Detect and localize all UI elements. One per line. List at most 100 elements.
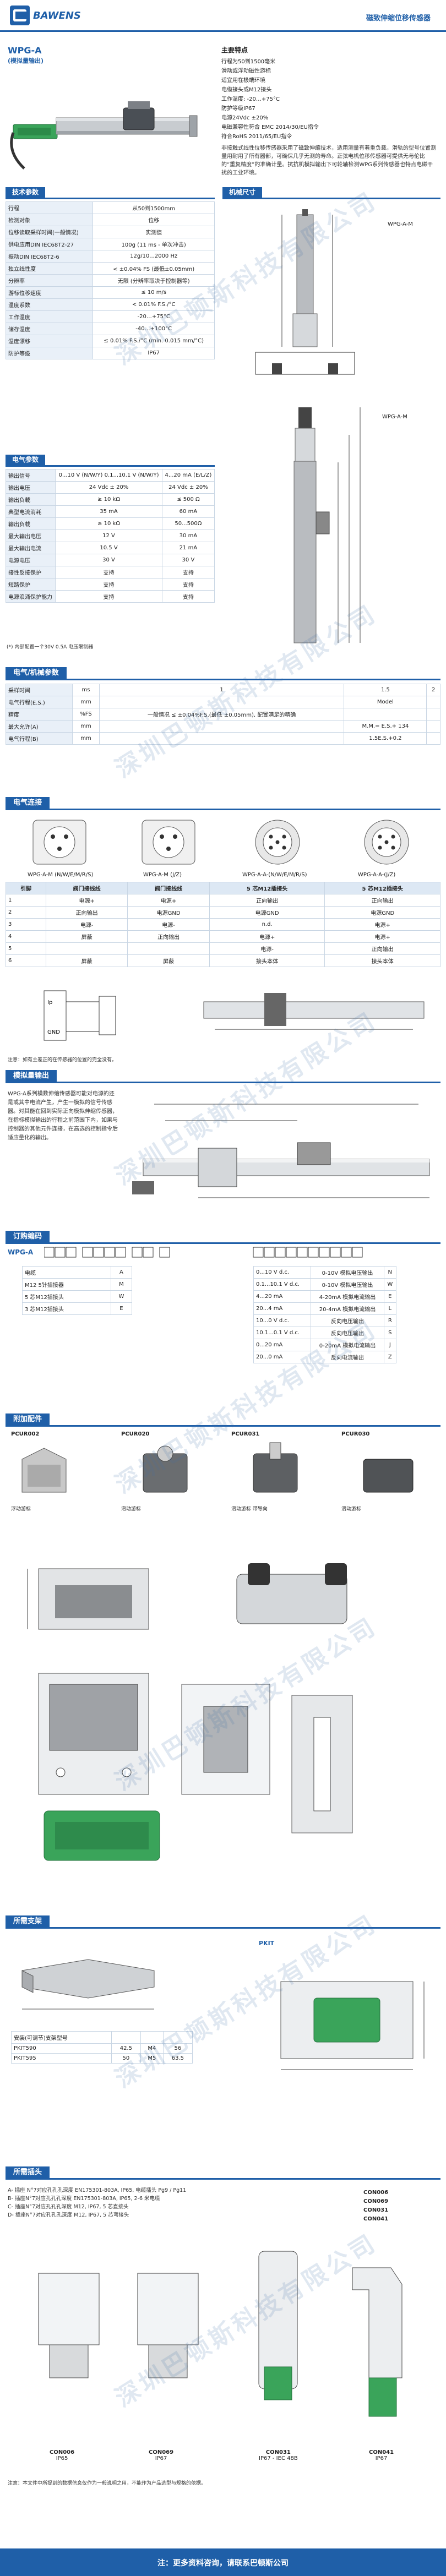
table-cell: 检测对象 (5, 214, 94, 226)
footer-text: 注：更多资料咨询，请联系巴顿斯公司 (157, 2559, 289, 2568)
accessory-image (363, 1459, 414, 1493)
table-cell: 分辨率 (5, 274, 94, 287)
table-cell: 屏蔽 (45, 954, 128, 967)
connector-notes: A- 插座 N°7对应孔孔孔深度 EN175301-803A, IP65, 电缆… (8, 2186, 272, 2219)
table-cell: 2 (6, 906, 46, 919)
table-row: 独立线性度< ±0.04% FS (最低±0.05mm) (5, 262, 215, 275)
accessory-sublabel: 滑动游标 (341, 1507, 362, 1512)
table-cell: 35 mA (55, 505, 162, 518)
mech-label-2: WPG-A-M (382, 414, 407, 420)
table-cell: 精度 (5, 708, 73, 721)
features-list: 行程为50到1500毫米 滑动或浮动磁性游标 适宜用在极端环境 电缆接头或M12… (221, 57, 436, 141)
table-cell: 正向输出 (209, 894, 325, 907)
table-cell: 正向输出 (324, 894, 440, 907)
table-cell: 反向电流输出 (311, 1351, 384, 1363)
svg-text:Ip: Ip (47, 1000, 52, 1006)
table-cell: 反向电压输出 (311, 1314, 384, 1327)
table-row: 温度系数< 0.01% F.S./°C (5, 298, 215, 311)
table-cell (426, 720, 440, 733)
table-cell: 屏蔽 (45, 930, 128, 943)
table-cell: 支持 (55, 566, 162, 578)
mechanical-drawing: WPG-A-M WPG-A-M (255, 209, 413, 643)
table-cell: S (383, 1327, 397, 1339)
table-cell: mm (72, 696, 100, 708)
table-cell (99, 732, 345, 745)
model-title: WPG-A (8, 45, 42, 56)
table-cell: 10...0 V d.c. (253, 1314, 312, 1327)
table-cell: Model (344, 696, 427, 708)
table-cell: 储存温度 (5, 323, 94, 335)
table-cell: 正向输出 (324, 942, 440, 955)
table-cell: 30 mA (161, 530, 215, 542)
table-cell: 0.1...10.1 V d.c. (253, 1278, 312, 1291)
accessory-code: PCUR020 (121, 1431, 150, 1437)
table-cell: 12 V (55, 530, 162, 542)
table-cell: 正向输出 (45, 906, 128, 919)
elecmech-title: 电气/机械参数 (6, 667, 67, 679)
table-cell: 支持 (55, 578, 162, 591)
connector-code-list: CON006 CON069 CON031 CON041 (363, 2188, 388, 2224)
connector-note: B- 插座N°7对应孔孔孔深度 EN175301-803A, IP65, 2-6… (8, 2196, 160, 2202)
accessory-code: PCUR031 (231, 1431, 260, 1437)
table-cell: 50 (111, 2053, 141, 2064)
connector-drawings (38, 2251, 403, 2417)
table-row: 短路保护支持支持 (5, 578, 215, 591)
table-cell: 从50到1500mm (93, 201, 215, 214)
table-cell: L (383, 1302, 397, 1315)
brand-logo-mark (13, 9, 26, 21)
table-cell: 短路保护 (5, 578, 56, 591)
table-cell: ≥ 10 kΩ (55, 517, 162, 530)
table-cell: < 0.01% F.S./°C (93, 298, 215, 311)
feature-item: 防护等级IP67 (221, 106, 255, 112)
table-cell: 振动DIN IEC68T2-6 (5, 250, 94, 263)
table-cell: 电源- (127, 918, 210, 931)
table-cell: ≤ 500 Ω (161, 493, 215, 506)
table-cell: 阀门接线线 (45, 882, 128, 894)
table-cell: M (110, 1278, 133, 1291)
table-cell: M.M.= E.S.+ 134 (344, 720, 427, 733)
table-cell: PKIT595 (11, 2053, 112, 2064)
table-row: 电源浪涌保护能力支持支持 (5, 590, 215, 603)
mech-title: 机械尺寸 (222, 187, 263, 198)
table-cell: < ±0.04% FS (最低±0.05mm) (93, 262, 215, 275)
conn-section-header: 电气连接 (6, 797, 440, 810)
table-cell: ≤ 0.01% F.S./°C (min. 0.015 mm/°C) (93, 335, 215, 347)
table-cell: 24 Vdc ± 20% (55, 481, 162, 494)
table-cell: 电气行程(B) (5, 732, 73, 745)
table-cell: 支持 (161, 578, 215, 591)
table-cell: 1.5 (344, 684, 427, 696)
table-cell: 0...10 V d.c. (253, 1266, 312, 1279)
accessory-sublabel: 滑动游标 (121, 1507, 142, 1512)
table-cell: 采样时间 (5, 684, 73, 696)
feature-item: 电磁兼容性符合 EMC 2014/30/EU指令 (221, 124, 319, 130)
table-cell: 50...500Ω (161, 517, 215, 530)
conn-type-4: WPG-A-A-(J/Z) (358, 872, 396, 878)
table-cell: 30 V (55, 554, 162, 566)
order-code-boxes (44, 1247, 363, 1258)
feature-item: 适宜用在极端环境 (221, 78, 265, 84)
accessory-item: PCUR030 滑动游标 (341, 1431, 440, 1512)
table-cell: 工作温度 (5, 310, 94, 323)
accessory-dimension-drawings (27, 1563, 353, 1861)
conn-note: 注意：如有主差正的在传感器的位置的完全没有。 (8, 1057, 117, 1063)
product-photo (10, 101, 198, 170)
feature-item: 滑动或浮动磁性游标 (221, 68, 271, 74)
table-cell: 电源+ (324, 918, 440, 931)
table-cell: 0-10V 模拟电压输出 (311, 1278, 384, 1291)
table-cell: 电源+ (127, 894, 210, 907)
table-cell: 电气行程(E.S.) (5, 696, 73, 708)
